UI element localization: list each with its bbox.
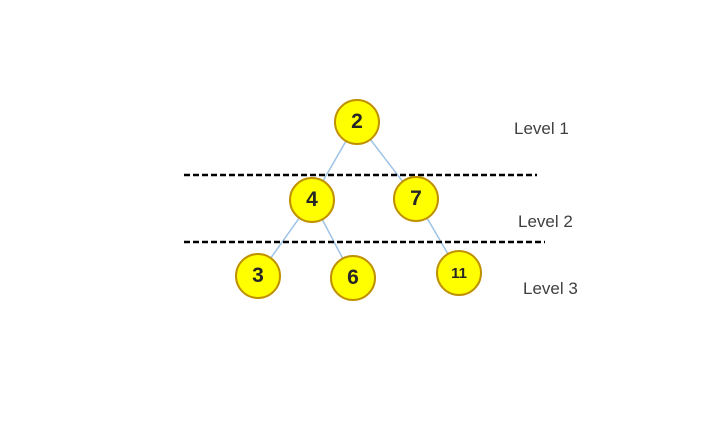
level-2-label: Level 2 [518, 212, 573, 231]
tree-node-7: 7 [393, 176, 439, 222]
tree-node-3: 3 [235, 253, 281, 299]
level-3-label: Level 3 [523, 279, 578, 298]
tree-node-6: 6 [330, 255, 376, 301]
tree-node-11: 11 [436, 250, 482, 296]
level-1-label: Level 1 [514, 119, 569, 138]
tree-node-4: 4 [289, 177, 335, 223]
tree-node-2: 2 [334, 99, 380, 145]
